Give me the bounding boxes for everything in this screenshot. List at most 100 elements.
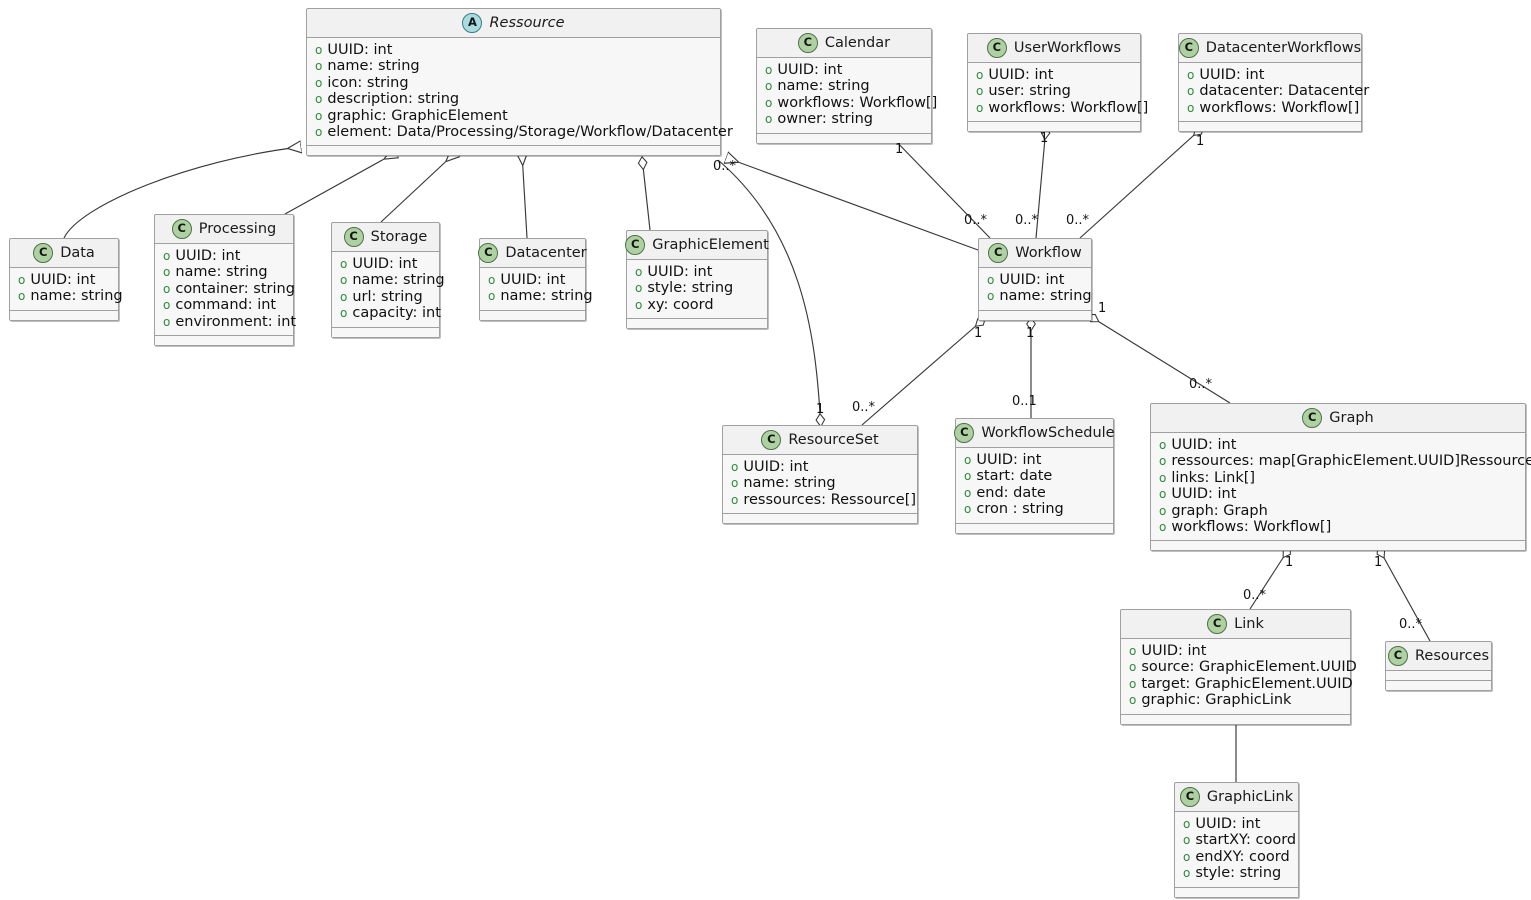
visibility-public-icon: o xyxy=(1159,487,1167,502)
visibility-public-icon: o xyxy=(340,273,348,288)
abstract-class-icon: A xyxy=(462,13,483,33)
operations-compartment xyxy=(10,310,118,320)
attribute-label: graphic: GraphicLink xyxy=(1141,692,1292,709)
operations-compartment xyxy=(480,310,585,320)
attribute-label: name: string xyxy=(175,264,268,281)
class-name: WorkflowSchedule xyxy=(981,425,1115,441)
operations-compartment xyxy=(1175,887,1298,897)
attribute-label: style: string xyxy=(647,280,734,297)
class-icon: C xyxy=(1178,38,1199,58)
visibility-public-icon: o xyxy=(1129,693,1137,708)
multiplicity-label: 1 xyxy=(1196,134,1205,149)
class-header: C Processing xyxy=(155,215,293,244)
visibility-public-icon: o xyxy=(1187,84,1195,99)
class-icon: C xyxy=(988,243,1009,263)
visibility-public-icon: o xyxy=(731,492,739,507)
class-name: UserWorkflows xyxy=(1013,40,1122,56)
attribute-row: o name: string xyxy=(163,264,285,280)
class-name: Calendar xyxy=(824,35,891,51)
visibility-public-icon: o xyxy=(635,281,643,296)
class-name: GraphicElement xyxy=(652,237,769,253)
class-header: C GraphicElement xyxy=(625,231,769,260)
visibility-public-icon: o xyxy=(163,265,171,280)
attribute-label: start: date xyxy=(976,468,1053,485)
attribute-label: UUID: int xyxy=(1195,816,1261,832)
multiplicity-label: 1 xyxy=(1285,555,1294,570)
attribute-label: datacenter: Datacenter xyxy=(1199,83,1370,100)
visibility-public-icon: o xyxy=(163,298,171,313)
attribute-label: UUID: int xyxy=(327,42,393,58)
visibility-public-icon: o xyxy=(163,281,171,296)
visibility-public-icon: o xyxy=(731,476,739,491)
multiplicity-label: 1 xyxy=(1374,555,1383,570)
visibility-public-icon: o xyxy=(315,43,323,57)
multiplicity-label: 0..* xyxy=(852,400,876,415)
visibility-public-icon: o xyxy=(488,273,496,287)
operations-compartment xyxy=(1121,714,1350,724)
class-name: Data xyxy=(60,245,95,261)
class-name: Workflow xyxy=(1015,245,1082,261)
multiplicity-label: 0..* xyxy=(1066,213,1090,228)
attribute-label: name: string xyxy=(327,58,420,75)
attribute-label: target: GraphicElement.UUID xyxy=(1141,675,1353,692)
attribute-label: source: GraphicElement.UUID xyxy=(1141,659,1357,676)
class-name: Resources xyxy=(1414,648,1490,664)
visibility-public-icon: o xyxy=(1183,833,1191,848)
multiplicity-label: 0..* xyxy=(1015,213,1039,228)
multiplicity-label: 1 xyxy=(1098,301,1107,316)
attribute-row: o UUID: int xyxy=(315,42,712,58)
attribute-label: name: string xyxy=(777,78,870,95)
class-name: Processing xyxy=(198,221,277,237)
attribute-label: cron : string xyxy=(976,501,1064,518)
attribute-label: graph: Graph xyxy=(1171,502,1268,519)
visibility-public-icon: o xyxy=(1187,68,1195,82)
attribute-label: end: date xyxy=(976,484,1046,501)
attribute-label: startXY: coord xyxy=(1195,832,1297,849)
attribute-label: name: string xyxy=(743,475,836,492)
operations-compartment xyxy=(956,523,1113,533)
class-icon: C xyxy=(171,219,192,239)
attribute-label: UUID: int xyxy=(175,248,241,264)
multiplicity-label: 0..* xyxy=(1243,588,1267,603)
visibility-public-icon: o xyxy=(315,59,323,74)
multiplicity-label: 1 xyxy=(816,402,825,417)
class-icon: C xyxy=(954,423,975,443)
class-icon: C xyxy=(625,235,646,255)
